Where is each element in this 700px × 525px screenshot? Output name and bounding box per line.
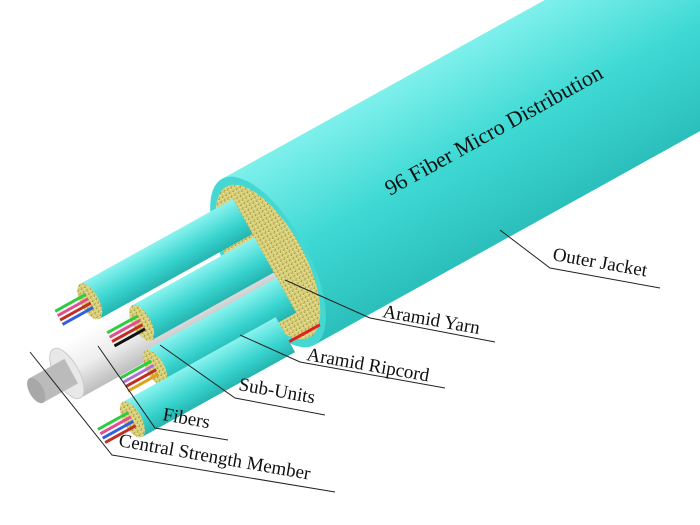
label-aramid-yarn: Aramid Yarn xyxy=(381,301,482,339)
leader-lines xyxy=(29,229,661,493)
fiber-bundle xyxy=(54,293,94,326)
sub-units xyxy=(54,199,297,444)
label-sub-units: Sub-Units xyxy=(237,374,317,408)
label-outer-jacket: Outer Jacket xyxy=(551,244,649,281)
label-aramid-ripcord: Aramid Ripcord xyxy=(305,344,431,386)
label-fibers: Fibers xyxy=(161,404,211,433)
label-central-strength-member: Central Strength Member xyxy=(117,430,313,485)
